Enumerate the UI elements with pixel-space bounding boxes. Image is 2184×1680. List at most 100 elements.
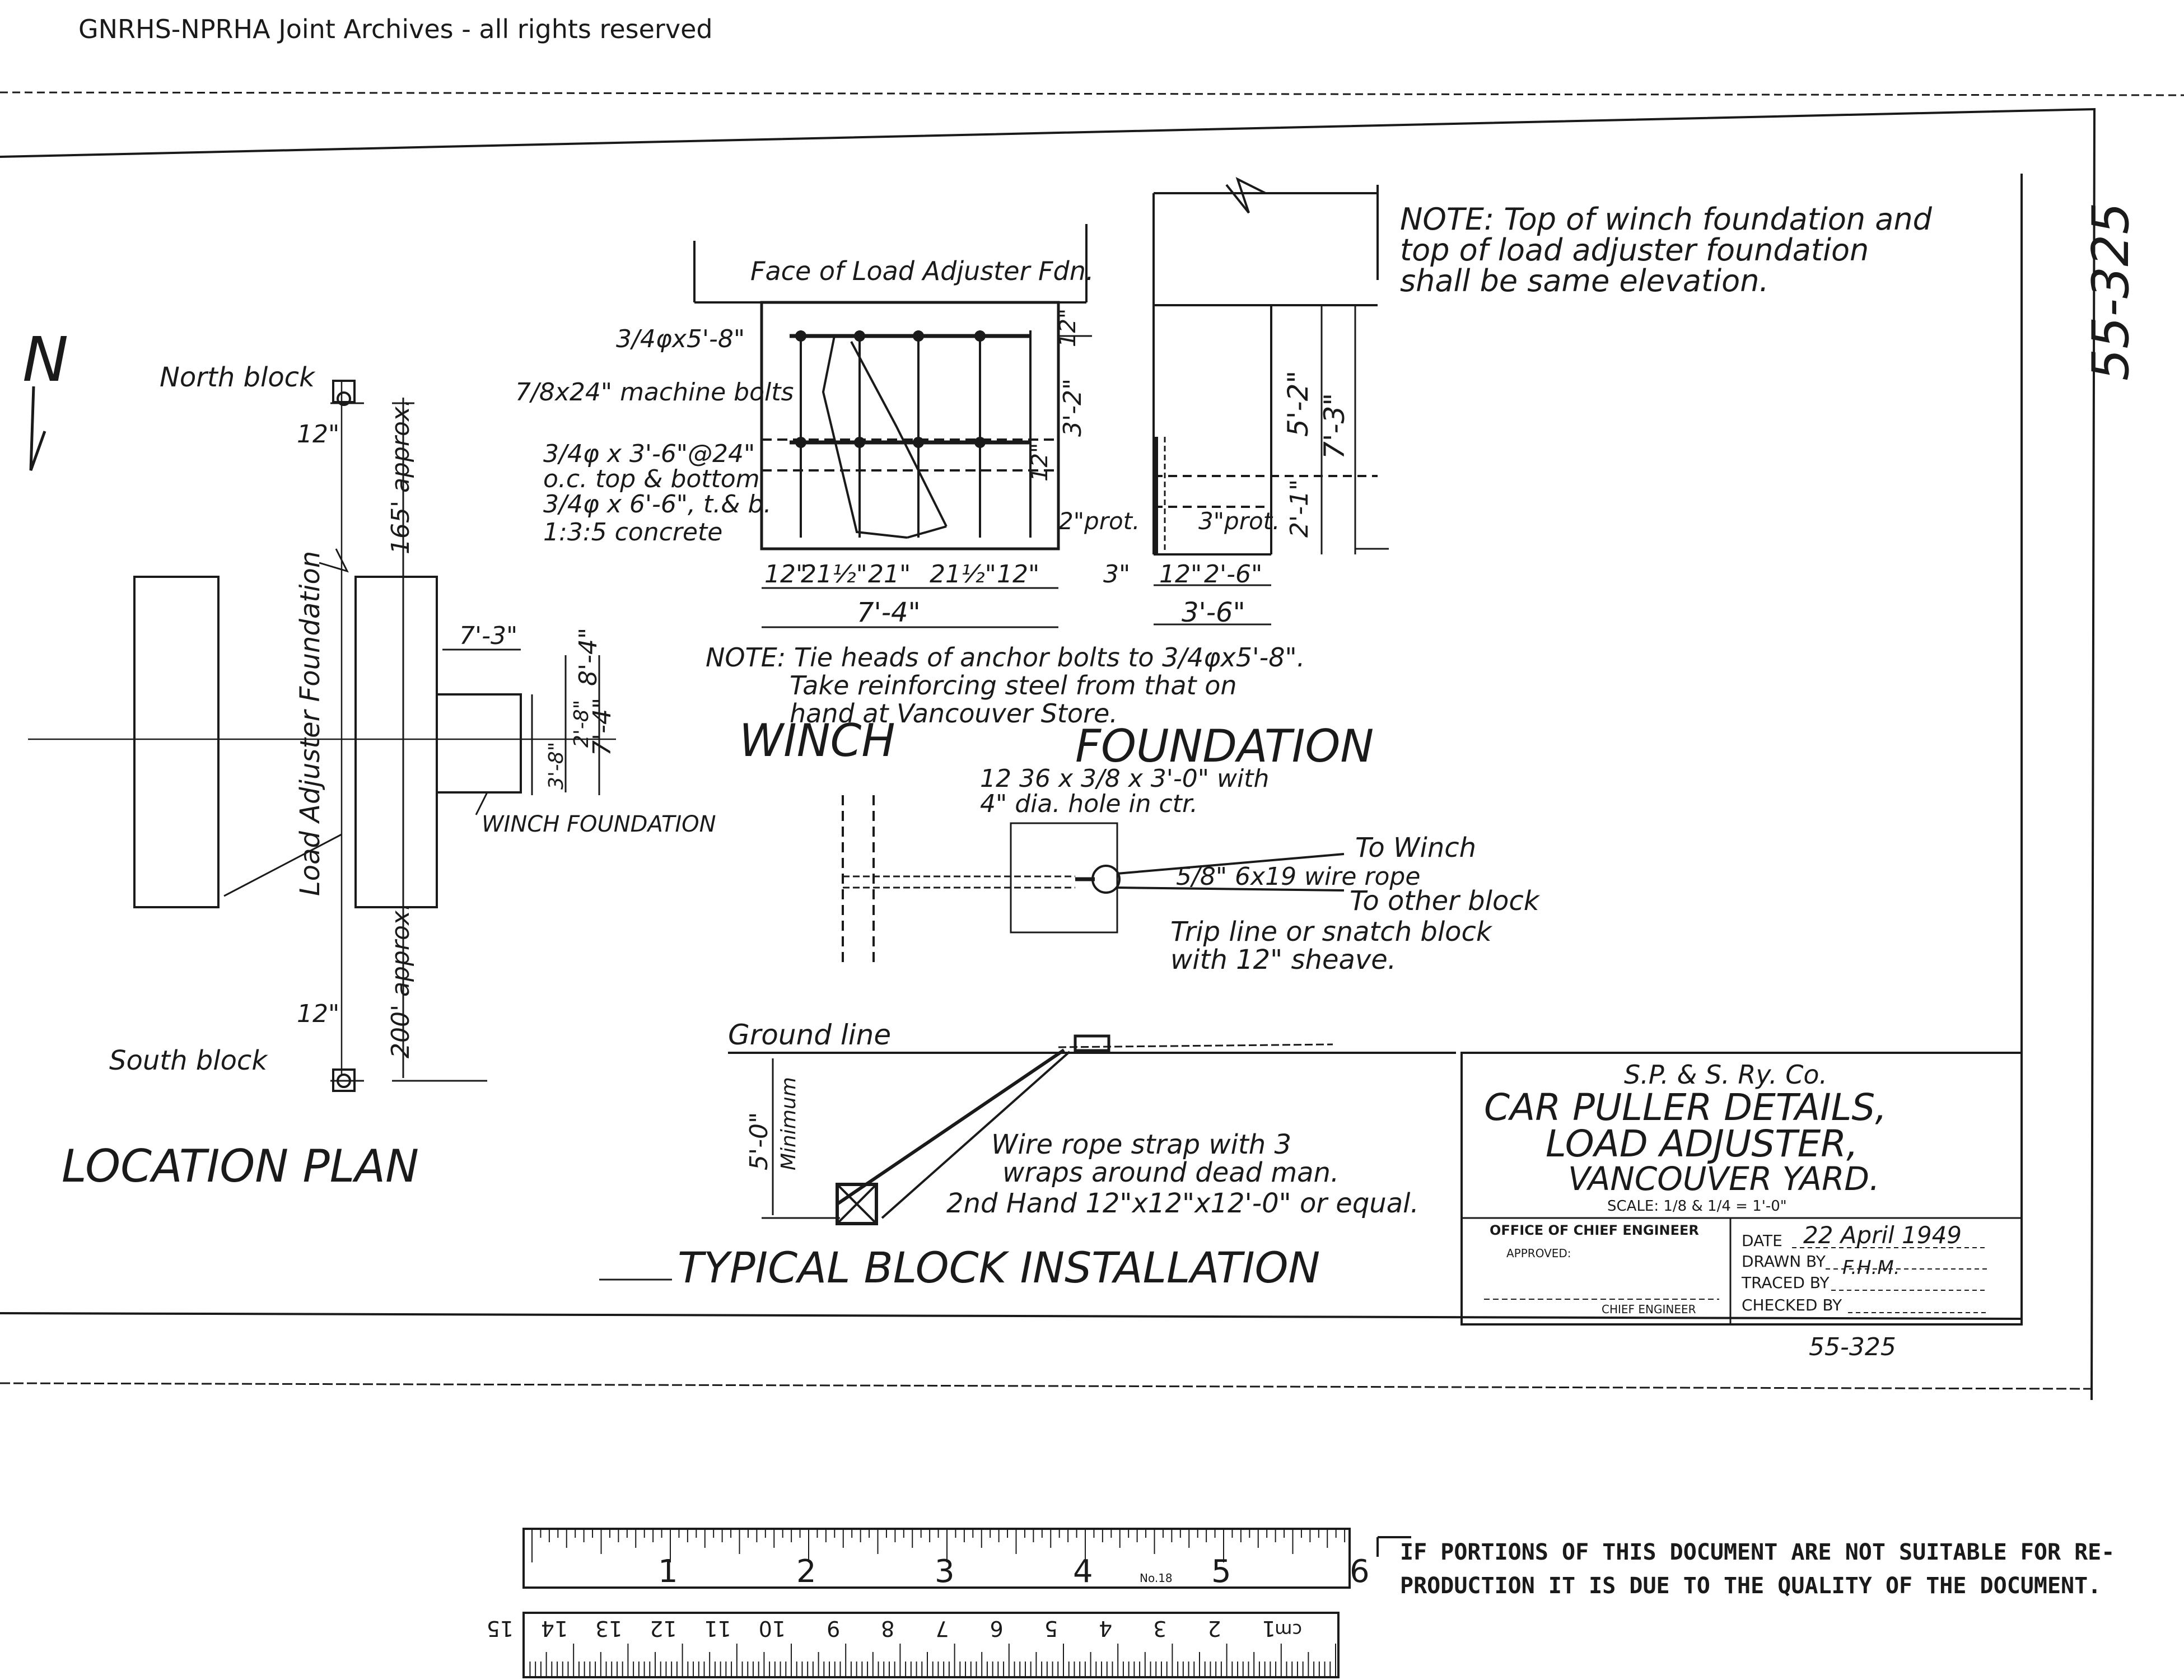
ruler-cm-label: 15 <box>487 1616 514 1641</box>
location-dim-2-8: 2'-8" <box>570 700 593 748</box>
dim-7-3: 7'-3" <box>1318 393 1351 459</box>
bearing-plate-label-1: 12 36 x 3/8 x 3'-0" with <box>980 764 1269 793</box>
date-value: 22 April 1949 <box>1803 1221 1962 1249</box>
quality-notice-line-1: IF PORTIONS OF THIS DOCUMENT ARE NOT SUI… <box>1400 1539 2115 1565</box>
wire-rope-label: 5/8" 6x19 wire rope <box>1176 862 1420 891</box>
note-anchor-line-2: Take reinforcing steel from that on <box>790 670 1237 701</box>
to-winch-label: To Winch <box>1355 832 1476 864</box>
winch-dimensions <box>762 302 1092 628</box>
location-dim-7-3: 7'-3" <box>459 622 517 650</box>
location-plan-title: LOCATION PLAN <box>62 1140 419 1192</box>
winch-foundation-plan <box>693 224 1088 550</box>
note-top-line-1: NOTE: Top of winch foundation and <box>1400 202 1933 237</box>
ruler-inch-label: 4 <box>1073 1553 1093 1590</box>
face-of-load-adjuster-label: Face of Load Adjuster Fdn. <box>750 256 1094 286</box>
bearing-plate-label-2: 4" dia. hole in ctr. <box>980 790 1198 818</box>
note-top-elevation: NOTE: Top of winch foundation and top of… <box>1400 202 1933 298</box>
drawing-number-side: 55-325 <box>2082 202 2140 381</box>
title-line-2: LOAD ADJUSTER, <box>1546 1122 1858 1165</box>
note-top-line-2: top of load adjuster foundation <box>1400 232 1869 268</box>
title-block-frame <box>1460 1052 2023 1326</box>
location-blocks <box>332 380 356 1092</box>
dim-12-top: 12" <box>1055 309 1081 347</box>
ruler-cm-label: 1 <box>1262 1616 1276 1641</box>
title-line-3: VANCOUVER YARD. <box>1568 1160 1879 1198</box>
callout-reinforcing-2: o.c. top & bottom <box>543 465 760 493</box>
dim-12-side: 12" <box>1027 443 1053 482</box>
ruler-cm-label: 10 <box>759 1616 786 1641</box>
ruler-cm-label: 12 <box>650 1616 676 1641</box>
drawing-number-bottom: 55-325 <box>1809 1333 1896 1361</box>
dim-5-2: 5'-2" <box>1282 371 1314 437</box>
winch-callouts: 3/4φx5'-8" 7/8x24" machine bolts 3/4φ x … <box>515 325 794 547</box>
date-label: DATE <box>1742 1231 1782 1250</box>
dim-12-south: 12" <box>297 1000 339 1028</box>
block-installation-drawing <box>599 1034 1456 1281</box>
winch-bolt-heads <box>795 330 986 448</box>
ruler-cm-label: 13 <box>595 1616 622 1641</box>
callout-machine-bolts: 7/8x24" machine bolts <box>515 378 794 407</box>
wire-rope-strap-label-1: Wire rope strap with 3 <box>991 1129 1291 1160</box>
dim-200-approx: 200' approx. <box>386 903 415 1058</box>
note-anchor-line-1: NOTE: Tie heads of anchor bolts to 3/4φx… <box>706 642 1305 673</box>
ruler-inch-strip <box>522 1528 1351 1589</box>
wire-rope-strap-label-2: wraps around dead man. <box>1002 1157 1339 1188</box>
ruler-cm-label: 4 <box>1099 1616 1112 1641</box>
ruler-inch-label: 3 <box>935 1553 955 1590</box>
dim-12-north: 12" <box>297 420 339 449</box>
location-dim-7-4: 7'-4" <box>588 698 617 756</box>
winch-foundation-title-b: FOUNDATION <box>1075 720 1374 772</box>
ruler-cm-label: 9 <box>827 1616 840 1641</box>
callout-anchor-bolt: 3/4φx5'-8" <box>616 325 745 353</box>
ruler-cm-label: 2 <box>1207 1616 1221 1641</box>
dim-2-1: 2'-1" <box>1285 479 1314 538</box>
note-anchor-bolts: NOTE: Tie heads of anchor bolts to 3/4φx… <box>706 642 1305 729</box>
traced-by-value: F.H.M. <box>1842 1257 1900 1279</box>
ruler-cm-label: 11 <box>704 1616 731 1641</box>
title-line-1: CAR PULLER DETAILS, <box>1484 1086 1887 1129</box>
approved-label: APPROVED: <box>1506 1247 1571 1260</box>
section-dim-2-6: 2'-6" <box>1204 560 1262 589</box>
north-block-label: North block <box>160 362 316 393</box>
section-dim-3: 3" <box>1103 560 1130 589</box>
ruler-inch-ticks <box>531 1529 1346 1562</box>
ruler-inch-label: 2 <box>796 1553 816 1590</box>
north-arrow: N <box>22 324 68 471</box>
quality-notice: IF PORTIONS OF THIS DOCUMENT ARE NOT SUI… <box>1376 1536 2115 1599</box>
chief-engineer-label: CHIEF ENGINEER <box>1602 1303 1696 1316</box>
dim-bottom-21-a: 21½" <box>801 560 867 589</box>
winch-foundation-title-a: WINCH <box>739 715 895 767</box>
ruler-cm-label: 3 <box>1153 1616 1166 1641</box>
dim-total-width: 7'-4" <box>857 597 921 628</box>
callout-reinforcing-1: 3/4φ x 3'-6"@24" <box>543 440 755 468</box>
dim-bottom-21-c: 21½" <box>930 560 996 589</box>
dim-165-approx: 165' approx. <box>386 399 415 554</box>
section-dim-total: 3'-6" <box>1182 597 1245 628</box>
ruler-maker: No.18 <box>1140 1571 1173 1585</box>
ruler-inch-label: 1 <box>658 1553 678 1590</box>
section-dim-12: 12" <box>1159 560 1202 589</box>
burial-depth-dim: 5'-0" <box>745 1112 773 1170</box>
archive-notice: GNRHS-NPRHA Joint Archives - all rights … <box>78 14 713 44</box>
traced-by-label: TRACED BY <box>1741 1273 1830 1292</box>
dim-3-2: 3'-2" <box>1058 379 1087 437</box>
north-arrow-letter: N <box>22 324 68 395</box>
ground-line-label: Ground line <box>728 1019 891 1051</box>
office-of-chief-engineer: OFFICE OF CHIEF ENGINEER <box>1490 1222 1699 1238</box>
location-plan-drawing <box>28 381 616 1082</box>
ruler-cm-label: 14 <box>541 1616 568 1641</box>
trip-line-label-1: Trip line or snatch block <box>1170 916 1493 948</box>
south-block-label: South block <box>109 1045 268 1076</box>
scale-label: SCALE: 1/8 & 1/4 = 1'-0" <box>1607 1198 1787 1215</box>
dim-bottom-12-b: 12" <box>997 560 1039 589</box>
trip-line-label-2: with 12" sheave. <box>1170 944 1396 976</box>
prot-3-label: 3"prot. <box>1198 507 1280 535</box>
dim-bottom-21-b: 21" <box>868 560 911 589</box>
deadman-label: 2nd Hand 12"x12"x12'-0" or equal. <box>946 1188 1419 1219</box>
ruler-cm-label: 8 <box>881 1616 894 1641</box>
ruler-cm-ticks <box>529 1644 1336 1677</box>
block-plan-drawing <box>842 795 1345 963</box>
